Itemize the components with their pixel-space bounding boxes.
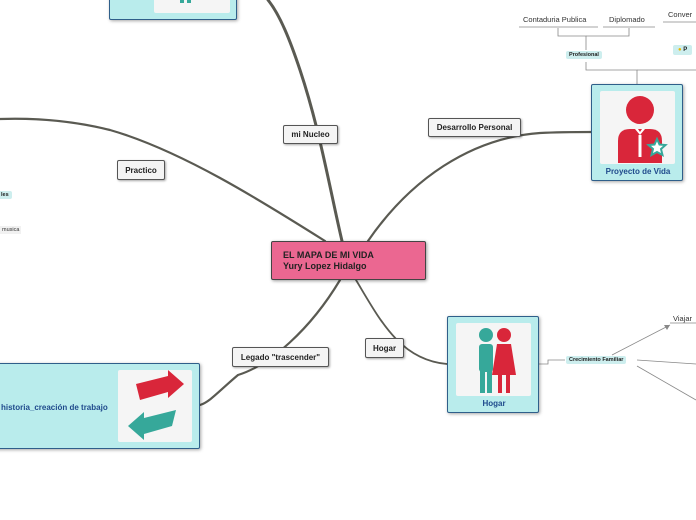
connector-hogar [355,279,448,365]
card-historia[interactable]: historia_creación de trabajo [0,363,200,449]
arrowhead-viajar [664,325,670,330]
connector-mi-nucleo [266,0,344,243]
tag-profesional[interactable]: Profesional [566,51,602,59]
connector-right-2 [636,365,696,401]
text-diplomado[interactable]: Diplomado [609,15,645,24]
connector-legado [198,278,342,407]
text-contaduria[interactable]: Contaduria Publica [523,15,587,24]
lightbulb-icon: ● [678,47,682,53]
connector-diplomado [586,28,630,37]
card-historia-label: historia_creación de trabajo [1,403,108,412]
card-hogar-image [456,323,531,396]
tag-left-les[interactable]: les [0,191,12,199]
connector-contaduria [557,28,587,50]
top-card-image [154,0,230,13]
card-historia-image [118,370,192,442]
card-proyecto-label: Proyecto de Vida [605,167,671,176]
connector-crecimiento [539,359,565,365]
top-card[interactable] [109,0,237,20]
card-proyecto-image [600,91,675,164]
connector-right-1 [636,359,696,365]
connector-viajar [611,324,671,356]
connector-desarrollo [366,130,594,243]
central-topic[interactable]: EL MAPA DE MI VIDA Yury Lopez Hidalgo [271,241,426,280]
tag-crecimiento-familiar[interactable]: Crecimiento Familiar [566,356,627,364]
text-viajar[interactable]: Viajar [673,314,693,323]
tag-idea[interactable]: ● P [673,45,693,55]
figure-icon [180,0,191,3]
tag-idea-label: P [683,47,688,53]
couple-icon [479,328,516,393]
branch-desarrollo-personal[interactable]: Desarrollo Personal [428,118,521,137]
branch-legado[interactable]: Legado "trascender" [232,347,329,367]
card-proyecto-de-vida[interactable]: Proyecto de Vida [591,84,683,181]
branch-mi-nucleo[interactable]: mi Nucleo [283,125,338,144]
exchange-arrows-icon [128,370,184,440]
card-hogar-label: Hogar [482,399,506,408]
connector-practico [0,117,327,243]
text-musica[interactable]: musica [0,226,22,234]
card-hogar[interactable]: Hogar [447,316,539,413]
businessman-icon [618,96,668,163]
branch-hogar[interactable]: Hogar [365,338,404,358]
text-conver[interactable]: Conver [668,10,693,19]
branch-practico[interactable]: Practico [117,160,165,180]
central-title: EL MAPA DE MI VIDA [283,250,374,260]
central-subtitle: Yury Lopez Hidalgo [283,261,367,271]
connector-profesional [585,62,638,84]
